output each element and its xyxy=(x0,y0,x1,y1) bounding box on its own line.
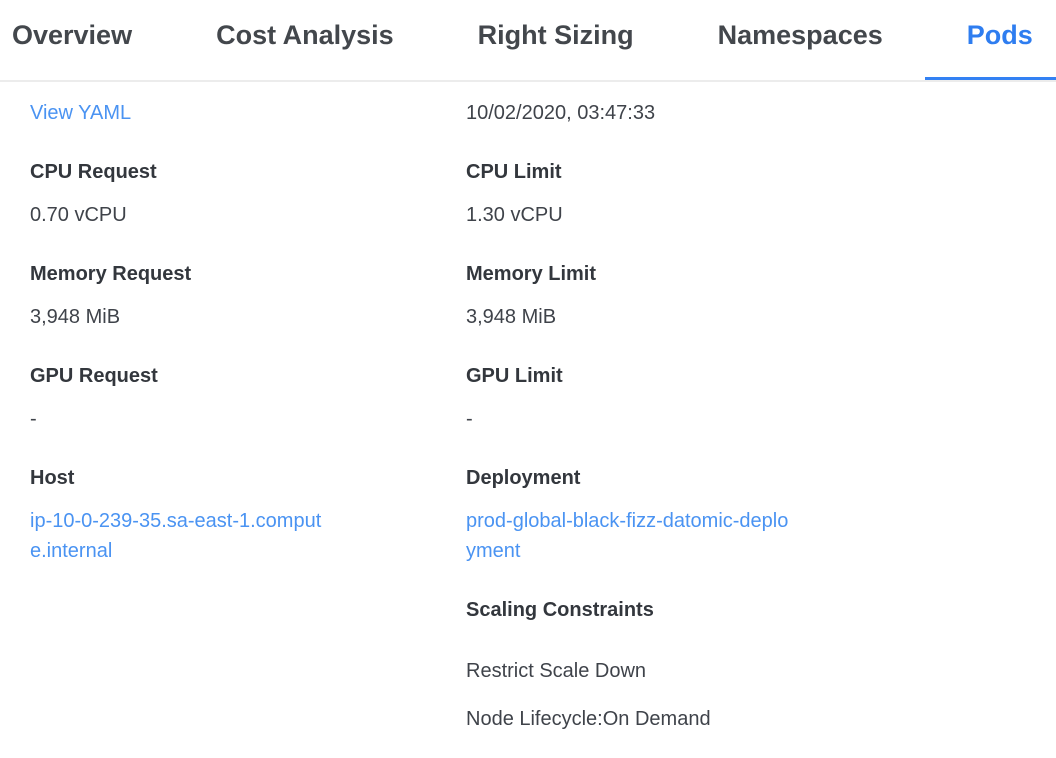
tab-right-sizing[interactable]: Right Sizing xyxy=(477,20,634,50)
view-yaml-link[interactable]: View YAML xyxy=(30,102,132,124)
scaling-constraints-field: Scaling Constraints Restrict Scale Down … xyxy=(466,598,1056,752)
header-row: View YAML 10/02/2020, 03:47:33 xyxy=(30,98,1056,128)
memory-row: Memory Request 3,948 MiB Memory Limit 3,… xyxy=(30,262,1056,332)
pod-details-panel: View YAML 10/02/2020, 03:47:33 CPU Reque… xyxy=(0,82,1056,752)
cpu-limit-value: 1.30 vCPU xyxy=(466,204,563,226)
cpu-limit-field: CPU Limit 1.30 vCPU xyxy=(466,160,1056,230)
cpu-request-label: CPU Request xyxy=(30,161,157,183)
gpu-limit-label: GPU Limit xyxy=(466,365,563,387)
cpu-limit-label: CPU Limit xyxy=(466,161,562,183)
tab-pods[interactable]: Pods xyxy=(924,0,1056,80)
cpu-row: CPU Request 0.70 vCPU CPU Limit 1.30 vCP… xyxy=(30,160,1056,230)
gpu-request-label: GPU Request xyxy=(30,365,158,387)
deployment-field: Deployment prod-global-black-fizz-datomi… xyxy=(466,466,1056,566)
cpu-request-field: CPU Request 0.70 vCPU xyxy=(30,160,466,230)
memory-limit-label: Memory Limit xyxy=(466,263,597,285)
tab-bar: Overview Cost Analysis Right Sizing Name… xyxy=(0,0,1056,82)
host-field: Host ip-10-0-239-35.sa-east-1.compute.in… xyxy=(30,466,466,566)
host-deployment-row: Host ip-10-0-239-35.sa-east-1.compute.in… xyxy=(30,466,1056,566)
scaling-constraints-row: Scaling Constraints Restrict Scale Down … xyxy=(30,598,1056,752)
deployment-link[interactable]: prod-global-black-fizz-datomic-deploymen… xyxy=(466,510,789,562)
scaling-constraint-item-restrict-scale-down: Restrict Scale Down xyxy=(466,660,647,682)
tab-overview[interactable]: Overview xyxy=(12,20,133,50)
last-updated-timestamp: 10/02/2020, 03:47:33 xyxy=(466,102,656,124)
memory-limit-field: Memory Limit 3,948 MiB xyxy=(466,262,1056,332)
gpu-request-field: GPU Request - xyxy=(30,364,466,434)
scaling-constraint-item-node-lifecycle: Node Lifecycle:On Demand xyxy=(466,708,711,730)
gpu-request-value: - xyxy=(30,408,37,430)
gpu-limit-field: GPU Limit - xyxy=(466,364,1056,434)
host-label: Host xyxy=(30,467,75,489)
tab-cost-analysis[interactable]: Cost Analysis xyxy=(216,20,394,50)
memory-limit-value: 3,948 MiB xyxy=(466,306,557,328)
host-link[interactable]: ip-10-0-239-35.sa-east-1.compute.interna… xyxy=(30,510,322,562)
cpu-request-value: 0.70 vCPU xyxy=(30,204,127,226)
memory-request-value: 3,948 MiB xyxy=(30,306,121,328)
scaling-constraints-header: Scaling Constraints xyxy=(466,599,654,621)
memory-request-field: Memory Request 3,948 MiB xyxy=(30,262,466,332)
gpu-row: GPU Request - GPU Limit - xyxy=(30,364,1056,434)
deployment-label: Deployment xyxy=(466,467,581,489)
memory-request-label: Memory Request xyxy=(30,263,192,285)
gpu-limit-value: - xyxy=(466,408,473,430)
tab-namespaces[interactable]: Namespaces xyxy=(717,20,883,50)
